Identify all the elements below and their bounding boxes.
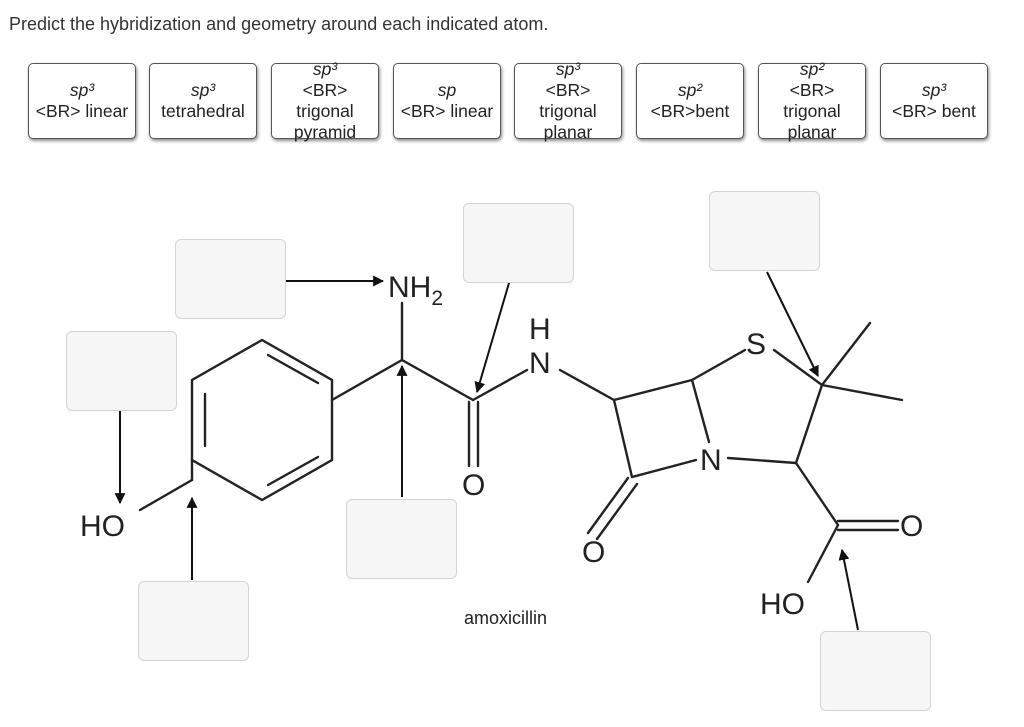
drop-target-carbonyl-carbon[interactable] xyxy=(463,203,574,283)
atom-labels: NH2 HO O H N S N O O HO xyxy=(80,271,923,621)
drop-target-acid-carbon[interactable] xyxy=(820,631,931,711)
bond-skeleton xyxy=(138,301,904,584)
arrow-to-acid-carbon xyxy=(838,548,859,631)
choice-hybridization: sp³ xyxy=(69,80,95,100)
choice-geometry: <BR> bent xyxy=(892,101,976,121)
alpha-carbonyl-bond xyxy=(400,358,475,402)
choice-geometry: <BR> linear xyxy=(400,101,494,121)
drop-target-nh2[interactable] xyxy=(175,239,286,319)
choice-tile-1[interactable]: sp³ <BR> linear xyxy=(28,63,136,139)
lactam-bottom-bond xyxy=(630,458,698,479)
lactam-co-bond-1 xyxy=(586,476,630,535)
pointer-arrows xyxy=(114,271,859,631)
amide-h-label: H xyxy=(529,313,551,346)
choice-tile-3[interactable]: sp³ <BR> trigonal pyramid xyxy=(271,59,379,142)
choice-geometry: <BR> trigonal planar xyxy=(783,80,841,142)
acid-o-label: O xyxy=(900,510,923,543)
choice-hybridization: sp³ xyxy=(190,80,216,100)
cme2-ch-bond xyxy=(794,383,824,465)
arrow-to-quaternary-carbon xyxy=(766,271,819,377)
lactam-n-label: N xyxy=(700,444,722,477)
lactam-right-bond xyxy=(690,378,711,444)
drop-target-alpha-carbon[interactable] xyxy=(346,499,457,579)
lactam-top-bond xyxy=(612,378,694,402)
choice-hybridization: sp² xyxy=(677,80,703,100)
ch-cooh-bond xyxy=(794,461,840,527)
ring-alpha-bond xyxy=(330,358,404,402)
choice-tile-4[interactable]: sp <BR> linear xyxy=(393,63,501,139)
lactam-left-bond xyxy=(612,398,634,479)
c-s-bond xyxy=(690,348,747,382)
choice-tile-6[interactable]: sp² <BR>bent xyxy=(636,63,744,139)
drop-target-ring-carbon[interactable] xyxy=(138,581,249,661)
drop-target-quaternary-carbon[interactable] xyxy=(709,191,820,271)
choice-tile-5[interactable]: sp³ <BR> trigonal planar xyxy=(514,59,622,142)
ch-n-bond xyxy=(726,456,798,465)
acid-oh-bond xyxy=(806,523,840,584)
benzene-ring-bonds xyxy=(190,338,334,502)
nh2-label: NH2 xyxy=(388,271,443,310)
choice-geometry: tetrahedral xyxy=(161,101,245,121)
choice-tile-7[interactable]: sp² <BR> trigonal planar xyxy=(758,59,866,142)
phenol-ho-label: HO xyxy=(80,510,125,543)
lactam-o-label: O xyxy=(582,536,605,569)
ring-double-bond-3 xyxy=(266,353,320,385)
question-prompt: Predict the hybridization and geometry a… xyxy=(9,14,549,34)
ring-double-bond-2 xyxy=(266,455,320,487)
amide-o-label: O xyxy=(462,469,485,502)
sulfur-label: S xyxy=(746,328,766,361)
choice-geometry: <BR>bent xyxy=(650,101,730,121)
lactam-co-bond-2 xyxy=(595,482,639,541)
drop-target-phenol-o[interactable] xyxy=(66,331,177,411)
s-c-bond xyxy=(772,348,824,387)
choice-geometry: <BR> trigonal pyramid xyxy=(293,80,357,142)
choice-hybridization: sp³ xyxy=(921,80,947,100)
choice-geometry: <BR> trigonal planar xyxy=(539,80,597,142)
carbonyl-nh-bond xyxy=(471,368,529,402)
arrow-to-carbonyl-carbon xyxy=(474,282,510,394)
choice-tile-8[interactable]: sp³ <BR> bent xyxy=(880,63,988,139)
choice-hybridization: sp xyxy=(437,80,457,100)
acid-ho-label: HO xyxy=(760,588,805,621)
molecule-name: amoxicillin xyxy=(464,608,548,628)
phenol-o-bond xyxy=(138,478,194,512)
choice-geometry: <BR> linear xyxy=(35,101,129,121)
choice-hybridization: sp² xyxy=(799,59,825,79)
nh-lactam-bond xyxy=(558,368,616,402)
answer-bank: sp³ <BR> linear sp³ tetrahedral sp³ <BR>… xyxy=(0,0,1024,150)
methyl-2-bond xyxy=(820,383,904,402)
choice-tile-2[interactable]: sp³ tetrahedral xyxy=(149,63,257,139)
amide-n-label: N xyxy=(529,347,551,380)
methyl-1-bond xyxy=(820,321,872,387)
choice-hybridization: sp³ xyxy=(555,59,581,79)
choice-hybridization: sp³ xyxy=(312,59,338,79)
